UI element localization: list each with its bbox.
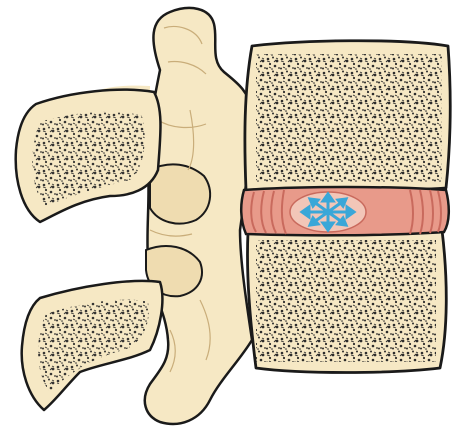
lower-transverse-process: [22, 281, 163, 410]
pressure-arrows: [302, 194, 354, 230]
upper-transverse-process: [16, 90, 161, 222]
lower-vertebral-body: [247, 229, 446, 373]
upper-vertebral-body: [245, 41, 450, 192]
nucleus-pulposus: [290, 192, 366, 232]
